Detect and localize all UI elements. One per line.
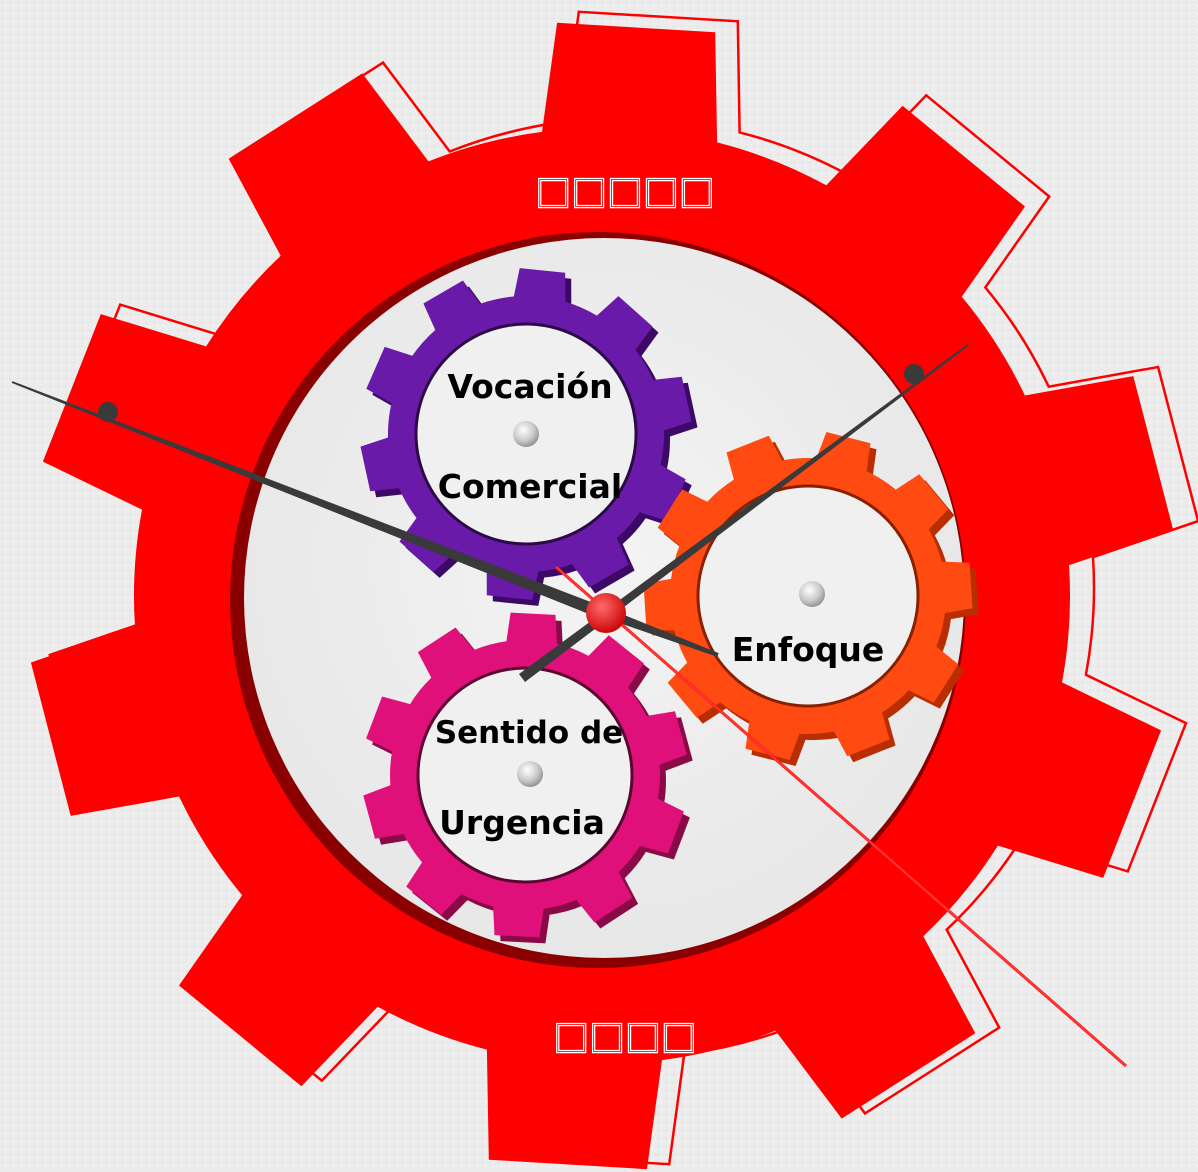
minute-hand [11,381,603,618]
top-glyphs: □□□□□ [535,168,715,212]
bottom-glyphs: □□□□ [553,1013,697,1057]
tail-hand [604,608,719,657]
gear-vocacion-comercial: Vocación Comercial [360,268,698,606]
gear-urgencia-label-1: Sentido de [435,715,623,751]
gear-urgencia-label-2: Urgencia [439,803,605,842]
second-hand-glow [555,566,1127,1067]
gear-enfoque-label: Enfoque [732,630,885,669]
hour-hand [519,344,969,683]
gear-vocacion-label-1: Vocación [447,367,612,406]
clock-hands [11,344,1127,1068]
gear-vocacion-label-2: Comercial [438,467,622,506]
center-hub-icon [586,593,626,633]
gear-sentido-de-urgencia: Sentido de Urgencia [363,612,693,944]
gear-enfoque-pin-icon [799,581,825,607]
gear-vocacion-pin-icon [513,421,539,447]
gear-urgencia-pin-icon [517,761,543,787]
